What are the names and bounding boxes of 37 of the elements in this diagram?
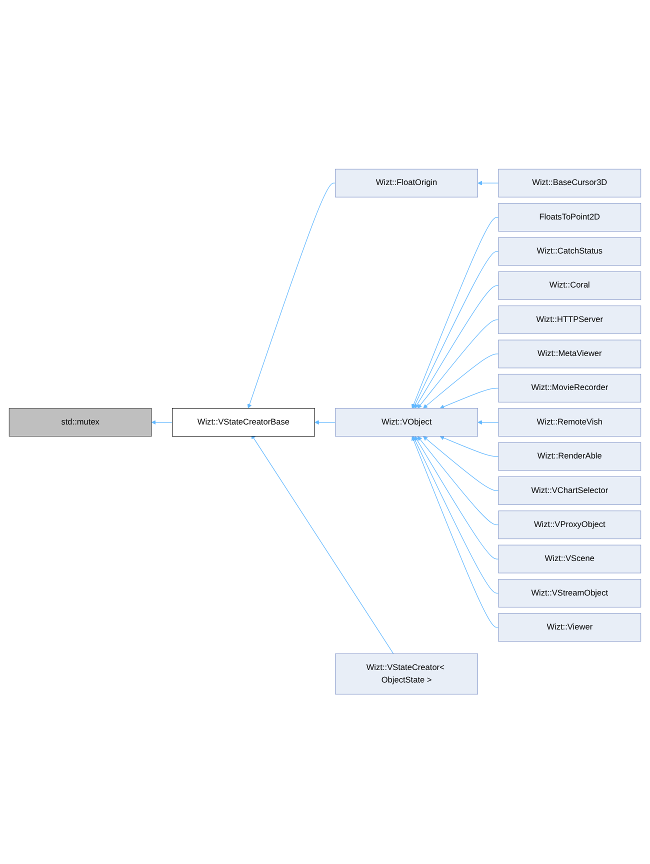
arrow [423,354,499,409]
arrow [314,420,336,425]
node-box: Wizt::FloatOrigin [335,169,478,198]
node-box: std::mutex [8,408,152,437]
node-box: Wizt::RemoteVish [498,408,642,437]
arrow [423,436,499,492]
arrow [151,420,173,425]
node-box: Wizt::VStateCreator< ObjectState > [335,654,478,695]
node-box: Wizt::CatchStatus [498,238,642,266]
node-box: Wizt::VStreamObject [498,579,642,608]
node-box: Wizt::VObject [335,408,478,437]
arrow [417,436,499,526]
node-box: Wizt::MovieRecorder [498,374,642,403]
node-box: Wizt::VStateCreatorBase [172,408,315,437]
node-box: Wizt::HTTPServer [498,306,642,334]
arrow [412,436,499,594]
arrow [478,181,499,186]
node-box: Wizt::Coral [498,272,642,300]
arrow [412,252,499,409]
arrow [412,217,499,409]
arrow [440,436,499,458]
arrow [414,436,499,560]
node-box: Wizt::VChartSelector [498,476,642,506]
node-box: Wizt::MetaViewer [498,340,642,369]
node-box: Wizt::Viewer [498,613,642,642]
arrow [478,420,499,425]
arrow [412,436,499,628]
node-box: Wizt::VProxyObject [498,510,642,540]
node-box: Wizt::BaseCursor3D [498,169,642,198]
arrow [417,320,499,409]
node-box: Wizt::VScene [498,545,642,574]
node-box: FloatsToPoint2D [498,203,642,232]
arrow [414,286,499,409]
node-box: Wizt::RenderAble [498,442,642,472]
arrow [440,388,499,410]
arrow [247,183,336,409]
arrow [251,434,394,654]
